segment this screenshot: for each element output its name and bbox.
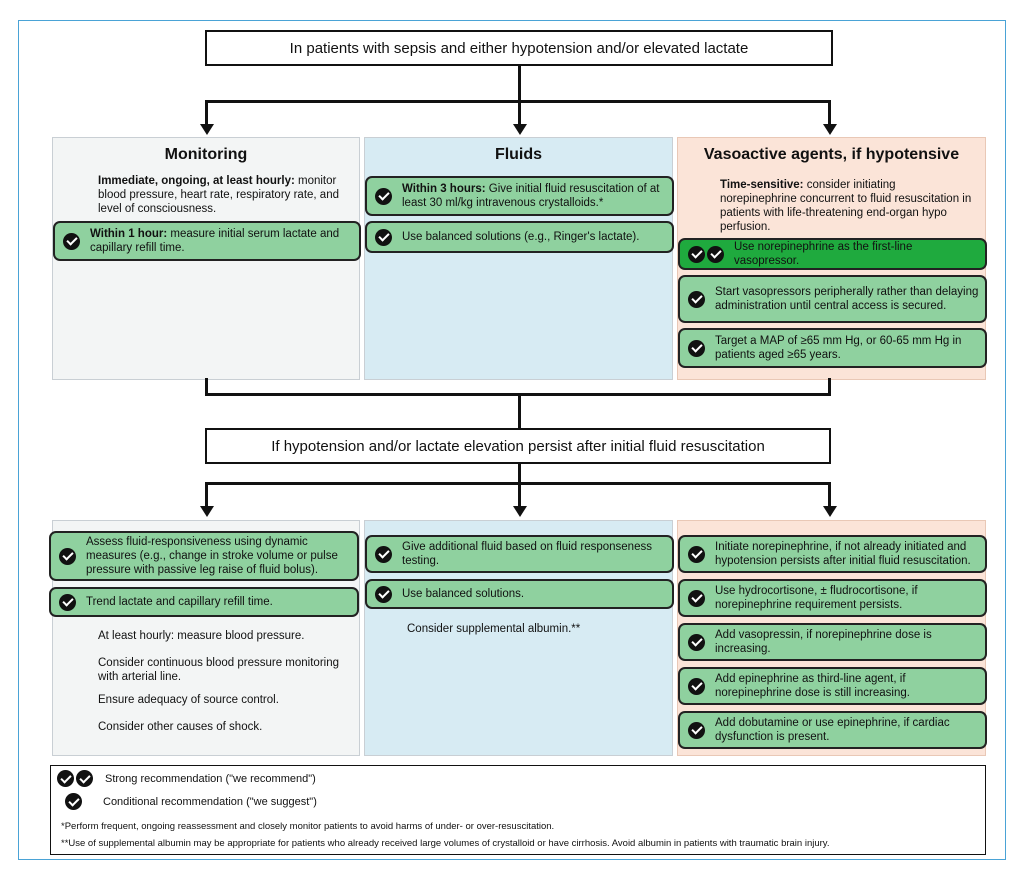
arrow-down-icon [823, 124, 837, 135]
fluids-note: Consider supplemental albumin.** [407, 623, 581, 635]
connector [205, 482, 208, 507]
fluids-column: Fluids Within 3 hours: Give initial flui… [364, 137, 674, 380]
recommendation-card: Start vasopressors peripherally rather t… [678, 275, 987, 323]
fluids-title: Fluids [494, 146, 543, 163]
diagram-frame [18, 20, 1006, 860]
connector [205, 100, 208, 125]
check-circle-icon [688, 677, 705, 695]
vasoactive-lower-column: Initiate norepinephrine, if not already … [677, 520, 987, 756]
check-circle-icon [57, 770, 74, 787]
check-circle-icon [375, 228, 392, 246]
monitoring-column: Monitoring Immediate, ongoing, at least … [52, 137, 361, 380]
recommendation-card: Use balanced solutions. [365, 579, 674, 609]
fluids-lower-column: Give additional fluid based on fluid res… [364, 520, 674, 756]
check-circle-icon [688, 589, 705, 607]
check-circle-icon [688, 633, 705, 651]
check-circle-icon [375, 545, 392, 563]
footnote-2: **Use of supplemental albumin may be app… [61, 838, 830, 849]
arrow-down-icon [513, 124, 527, 135]
check-circle-icon [65, 793, 82, 810]
check-circle-icon [707, 245, 724, 263]
check-circle-icon [375, 585, 392, 603]
recommendation-card: Trend lactate and capillary refill time. [49, 587, 359, 617]
connector [518, 66, 521, 102]
recommendation-card: Target a MAP of ≥65 mm Hg, or 60-65 mm H… [678, 328, 987, 368]
check-circle-icon [688, 339, 705, 357]
recommendation-card: Add vasopressin, if norepinephrine dose … [678, 623, 987, 661]
check-circle-icon [688, 545, 705, 563]
check-circle-icon [59, 593, 76, 611]
persist-condition-box: If hypotension and/or lactate elevation … [205, 428, 831, 464]
monitoring-note: Consider continuous blood pressure monit… [98, 657, 340, 683]
monitoring-intro: Immediate, ongoing, at least hourly: mon… [98, 175, 339, 215]
top-condition-text: In patients with sepsis and either hypot… [289, 39, 749, 57]
footnote-1: *Perform frequent, ongoing reassessment … [61, 821, 555, 832]
connector [518, 100, 521, 125]
connector [828, 100, 831, 125]
check-circle-icon [688, 290, 705, 308]
monitoring-note: At least hourly: measure blood pressure. [98, 630, 305, 642]
connector [828, 482, 831, 507]
recommendation-card: Use balanced solutions (e.g., Ringer's l… [365, 221, 674, 253]
strong-recommendation-card: Use norepinephrine as the first-line vas… [678, 238, 987, 270]
legend-box: Strong recommendation ("we recommend") C… [50, 765, 986, 855]
arrow-down-icon [513, 506, 527, 517]
connector [205, 378, 208, 395]
connector [518, 393, 521, 429]
top-condition-box: In patients with sepsis and either hypot… [205, 30, 833, 66]
check-circle-icon [375, 187, 392, 205]
arrow-down-icon [200, 124, 214, 135]
monitoring-note: Consider other causes of shock. [98, 721, 263, 733]
check-circle-icon [63, 232, 80, 250]
monitoring-note: Ensure adequacy of source control. [98, 694, 279, 706]
vasoactive-column: Vasoactive agents, if hypotensive Time-s… [677, 137, 987, 380]
arrow-down-icon [823, 506, 837, 517]
connector [518, 482, 521, 507]
recommendation-card: Within 1 hour: measure initial serum lac… [53, 221, 361, 261]
legend-strong: Strong recommendation ("we recommend") [57, 770, 316, 787]
recommendation-card: Add epinephrine as third-line agent, if … [678, 667, 987, 705]
connector [828, 378, 831, 395]
recommendation-card: Give additional fluid based on fluid res… [365, 535, 674, 573]
vasoactive-title: Vasoactive agents, if hypotensive [703, 146, 960, 163]
check-circle-icon [688, 721, 705, 739]
check-circle-icon [76, 770, 93, 787]
recommendation-card: Within 3 hours: Give initial fluid resus… [365, 176, 674, 216]
monitoring-title: Monitoring [164, 146, 248, 163]
recommendation-card: Use hydrocortisone, ± fludrocortisone, i… [678, 579, 987, 617]
legend-conditional: Conditional recommendation ("we suggest"… [65, 793, 317, 810]
check-circle-icon [688, 245, 705, 263]
check-circle-icon [59, 547, 76, 565]
persist-condition-text: If hypotension and/or lactate elevation … [271, 437, 765, 455]
arrow-down-icon [200, 506, 214, 517]
recommendation-card: Add dobutamine or use epinephrine, if ca… [678, 711, 987, 749]
recommendation-card: Initiate norepinephrine, if not already … [678, 535, 987, 573]
vasoactive-intro: Time-sensitive: consider initiating nore… [720, 179, 972, 233]
connector [518, 464, 521, 484]
recommendation-card: Assess fluid-responsiveness using dynami… [49, 531, 359, 581]
monitoring-lower-column: Assess fluid-responsiveness using dynami… [49, 520, 360, 756]
